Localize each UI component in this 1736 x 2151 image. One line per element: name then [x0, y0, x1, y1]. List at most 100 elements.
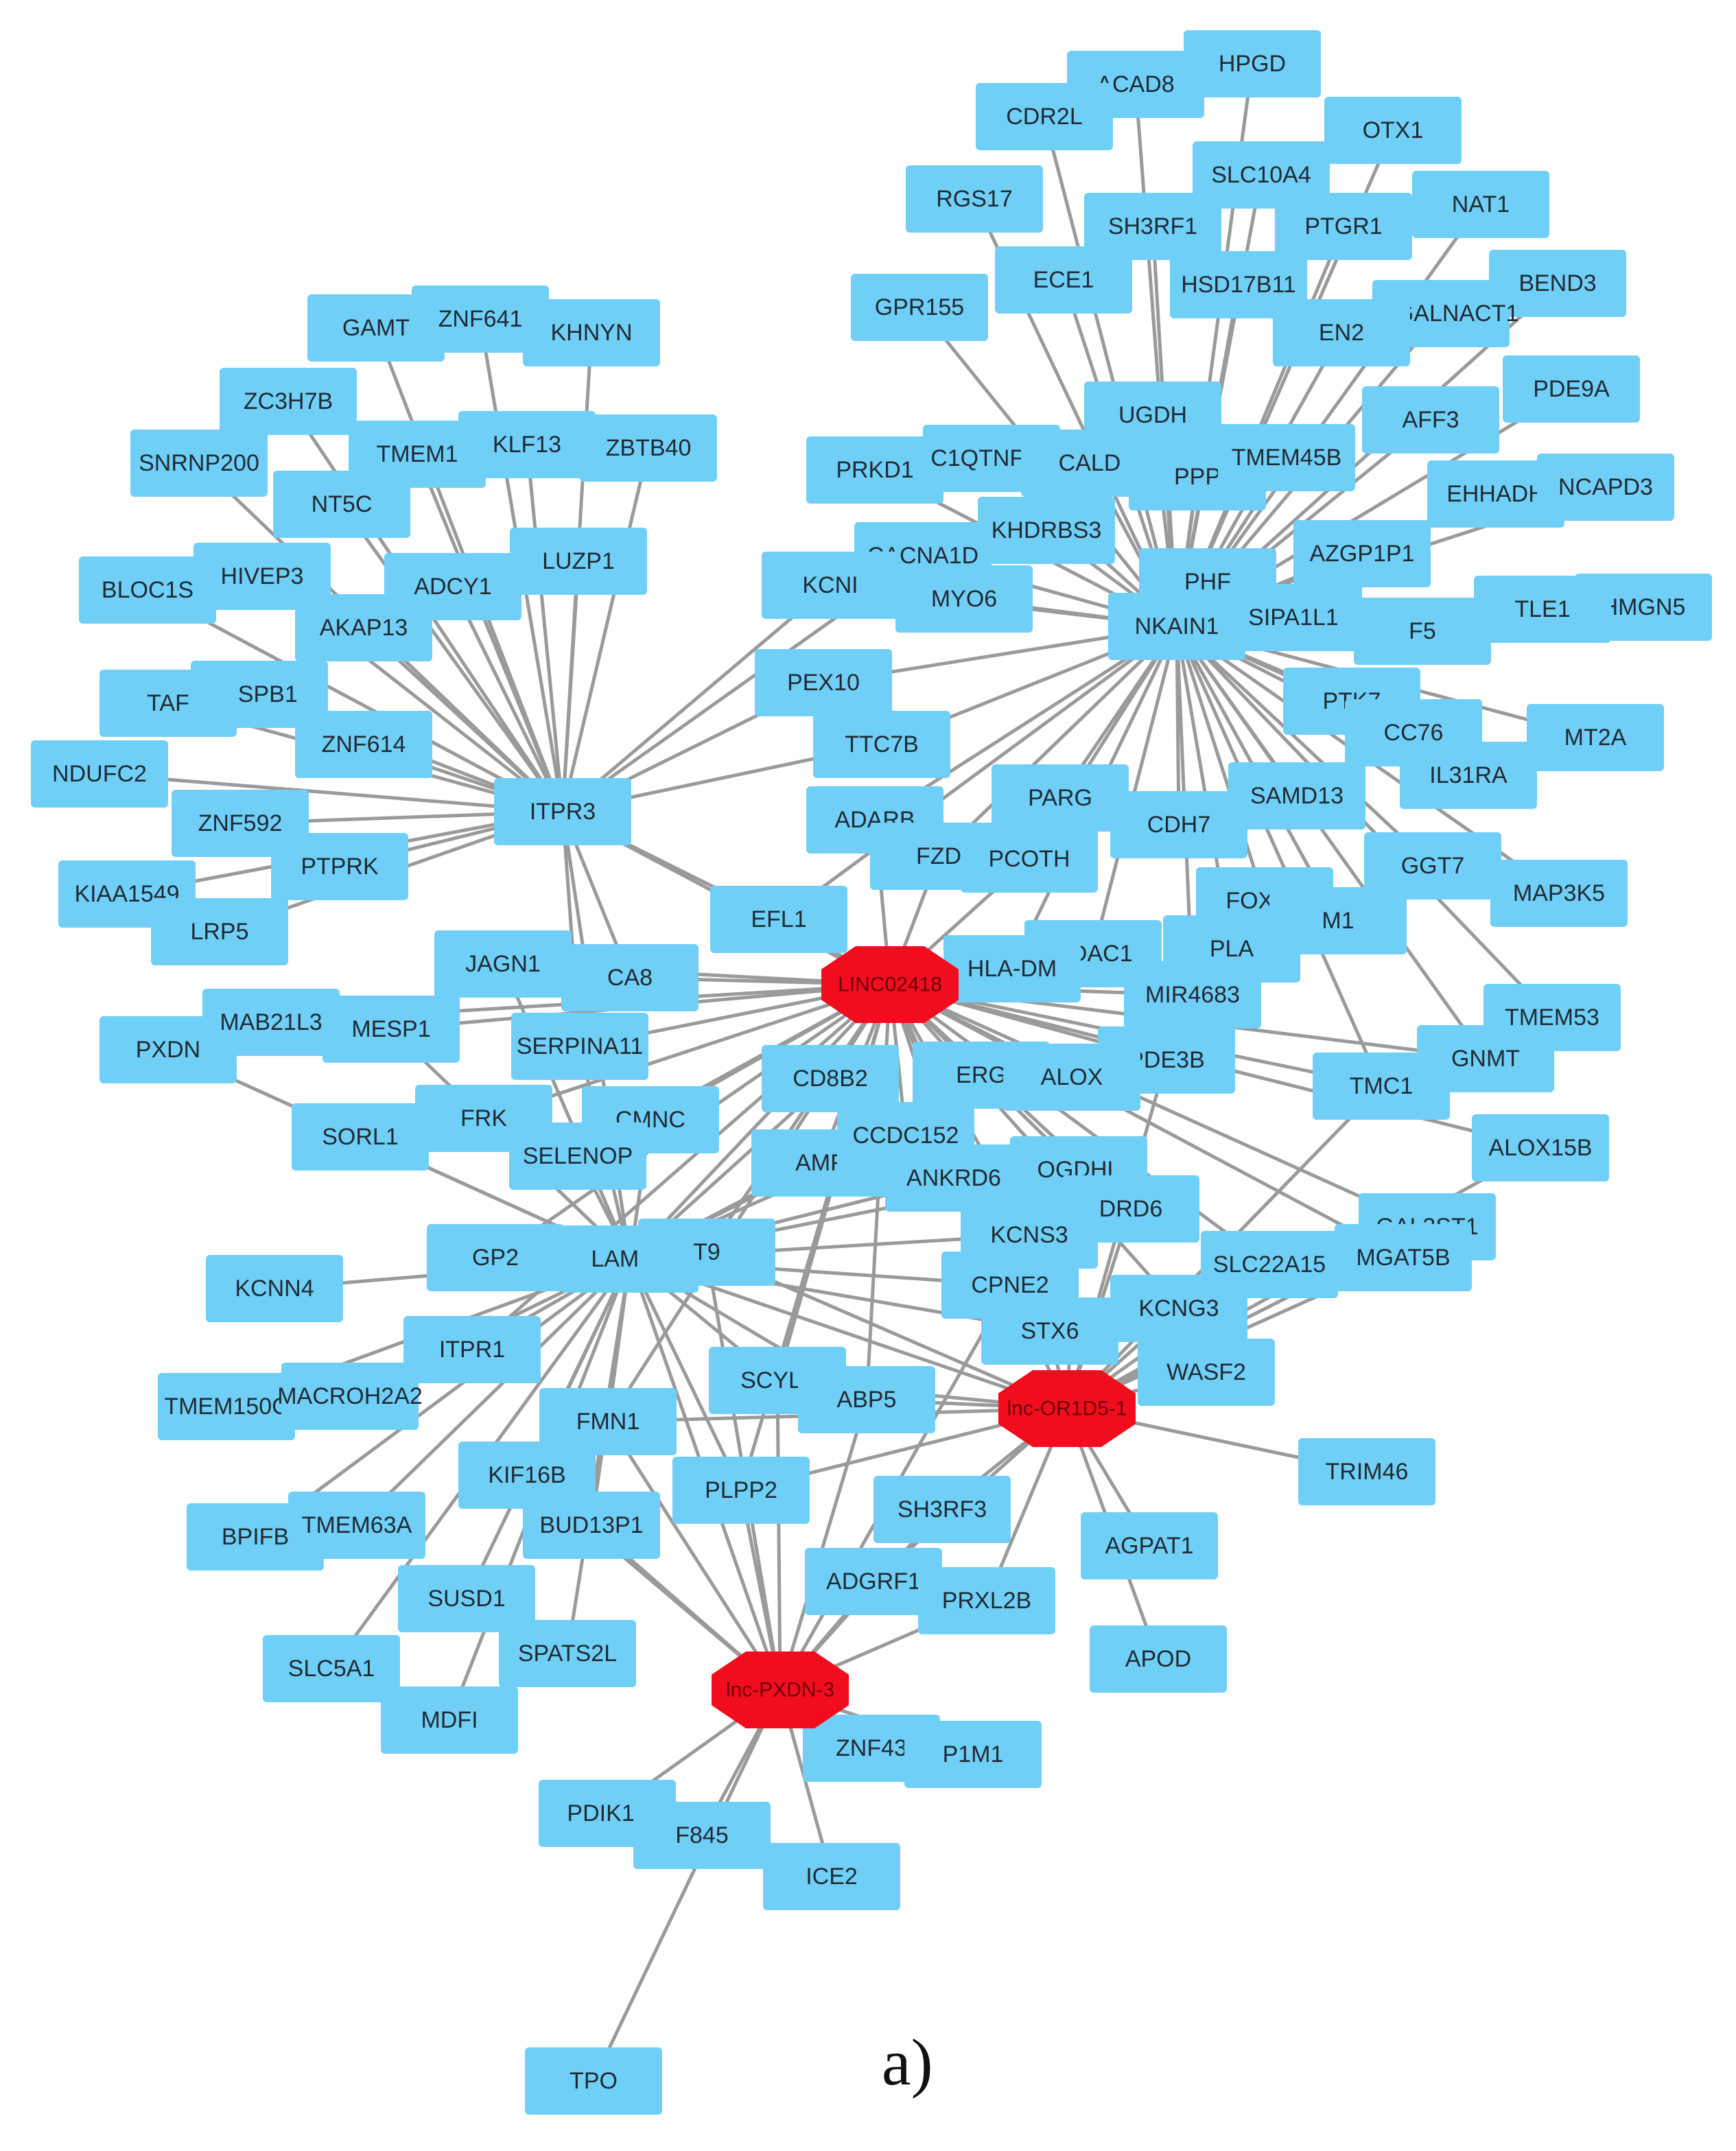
gene-node-ndufc2: NDUFC2: [31, 740, 168, 808]
gene-node-tmc1: TMC1: [1313, 1053, 1450, 1120]
gene-box: [458, 411, 596, 478]
gene-label: F845: [675, 1822, 729, 1848]
gene-node-otx1: OTX1: [1324, 97, 1462, 164]
gene-node-pex10: PEX10: [755, 649, 892, 716]
gene-node-myo6: MYO6: [895, 565, 1033, 633]
gene-node-khnyn: KHNYN: [523, 299, 660, 366]
gene-node-zc3h7b: ZC3H7B: [220, 368, 357, 435]
gene-box: [813, 711, 950, 778]
gene-node-taf: TAF: [99, 670, 237, 737]
gene-node-rgs17: RGS17: [906, 165, 1043, 233]
gene-node-map3k5: MAP3K5: [1490, 860, 1628, 927]
gene-box: [1417, 1025, 1554, 1092]
lncrna-node-lnc-or1d5-1: lnc-OR1D5-1: [998, 1370, 1136, 1447]
gene-label: PLPP2: [705, 1477, 777, 1503]
gene-label: ZNF592: [198, 810, 283, 836]
gene-node-nt5c: NT5C: [273, 471, 410, 538]
gene-label: SAMD13: [1250, 783, 1344, 809]
gene-node-jagn1: JAGN1: [434, 930, 572, 998]
gene-box: [193, 543, 331, 610]
gene-label: ZNF641: [438, 306, 523, 332]
gene-box: [79, 556, 216, 624]
edge-nkain1-efl1: [777, 624, 1178, 921]
gene-box: [1138, 1339, 1275, 1406]
gene-box: [511, 1013, 648, 1080]
gene-box: [295, 594, 432, 661]
gene-label: ADGRF1: [826, 1568, 921, 1595]
gene-node-luzp1: LUZP1: [510, 528, 647, 595]
gene-node-akap13: AKAP13: [295, 594, 432, 661]
edge-linc02418-lamc2: [629, 983, 891, 1260]
gene-label: PEX10: [787, 670, 860, 696]
edge-nkain1-tmc1: [1175, 625, 1383, 1088]
edge-linc02418-slc22a15: [889, 983, 1271, 1267]
gene-node-agpat1: AGPAT1: [1081, 1512, 1218, 1579]
gene-label: MYO6: [931, 586, 997, 612]
gene-label: PTPRK: [301, 854, 379, 880]
gene-label: P1M1: [943, 1741, 1004, 1767]
gene-label: CALD: [1059, 450, 1121, 476]
gene-box: [904, 1721, 1042, 1788]
gene-label: SH3RF3: [898, 1496, 987, 1523]
gene-label: TLE1: [1514, 596, 1570, 622]
gene-box: [885, 1144, 1022, 1212]
gene-node-itpr1: ITPR1: [403, 1316, 541, 1383]
gene-box: [1273, 299, 1410, 366]
gene-label: KLF13: [493, 432, 561, 458]
gene-box: [434, 930, 572, 998]
gene-node-ice2: ICE2: [763, 1843, 900, 1910]
gene-label: SUSD1: [427, 1586, 505, 1612]
gene-node-hivep3: HIVEP3: [193, 543, 331, 610]
gene-label: GGT7: [1401, 853, 1465, 879]
gene-box: [981, 1297, 1118, 1365]
gene-box: [1275, 193, 1412, 260]
gene-box: [220, 368, 357, 435]
gene-node-mt2a: MT2A: [1527, 704, 1664, 771]
gene-label: ZC3H7B: [244, 388, 333, 414]
gene-node-ankrd6: ANKRD6: [885, 1144, 1022, 1212]
gene-label: MAP3K5: [1513, 880, 1605, 906]
gene-node-t9: T9: [638, 1219, 775, 1286]
gene-label: CDR2L: [1006, 104, 1082, 130]
gene-label: ITPR3: [530, 799, 596, 825]
gene-node-ehhadh: EHHADH: [1427, 460, 1564, 528]
gene-node-tmem45b: TMEM45B: [1218, 424, 1355, 491]
gene-label: ITPR1: [439, 1337, 505, 1363]
gene-node-azgp1p1: AZGP1P1: [1293, 520, 1431, 587]
gene-label: PDE9A: [1533, 376, 1610, 402]
gene-box: [976, 83, 1113, 150]
gene-node-tle1: TLE1: [1474, 576, 1611, 643]
figure-caption: a): [882, 2025, 933, 2099]
gene-label: NDUFC2: [52, 761, 147, 787]
gene-label: KHNYN: [550, 320, 632, 346]
gene-node-khdrbs3: KHDRBS3: [978, 497, 1115, 564]
gene-label: KCNG3: [1138, 1295, 1219, 1321]
lncrna-label: lnc-PXDN-3: [726, 1679, 834, 1702]
gene-label: BUD13P1: [539, 1512, 643, 1538]
edge-lnc-pxdn-3-tpo: [591, 1689, 782, 2082]
gene-label: KCNS3: [990, 1222, 1068, 1248]
gene-box: [494, 778, 631, 845]
gene-node-stx6: STX6: [981, 1297, 1118, 1365]
gene-box: [271, 833, 408, 900]
gene-node-il31ra: IL31RA: [1400, 742, 1537, 809]
gene-label: GPR155: [875, 294, 964, 320]
lncrna-label: LINC02418: [838, 974, 942, 996]
edge-itpr3-nt5c: [340, 503, 565, 813]
gene-label: SIPA1L1: [1248, 604, 1339, 631]
gene-box: [130, 430, 268, 497]
gene-box: [1474, 576, 1611, 643]
gene-label: MGAT5B: [1356, 1245, 1450, 1271]
gene-label: AMF: [795, 1150, 845, 1176]
gene-box: [918, 1567, 1055, 1634]
gene-box: [525, 2047, 662, 2115]
gene-node-bend3: BEND3: [1489, 250, 1626, 317]
gene-label: SPATS2L: [518, 1641, 617, 1667]
gene-label: MT2A: [1564, 725, 1627, 751]
gene-label: BEND3: [1518, 270, 1596, 296]
gene-label: SLC22A15: [1213, 1251, 1326, 1278]
gene-node-znf614: ZNF614: [295, 711, 432, 778]
gene-box: [158, 1373, 295, 1440]
gene-label: PTGR1: [1304, 213, 1382, 239]
